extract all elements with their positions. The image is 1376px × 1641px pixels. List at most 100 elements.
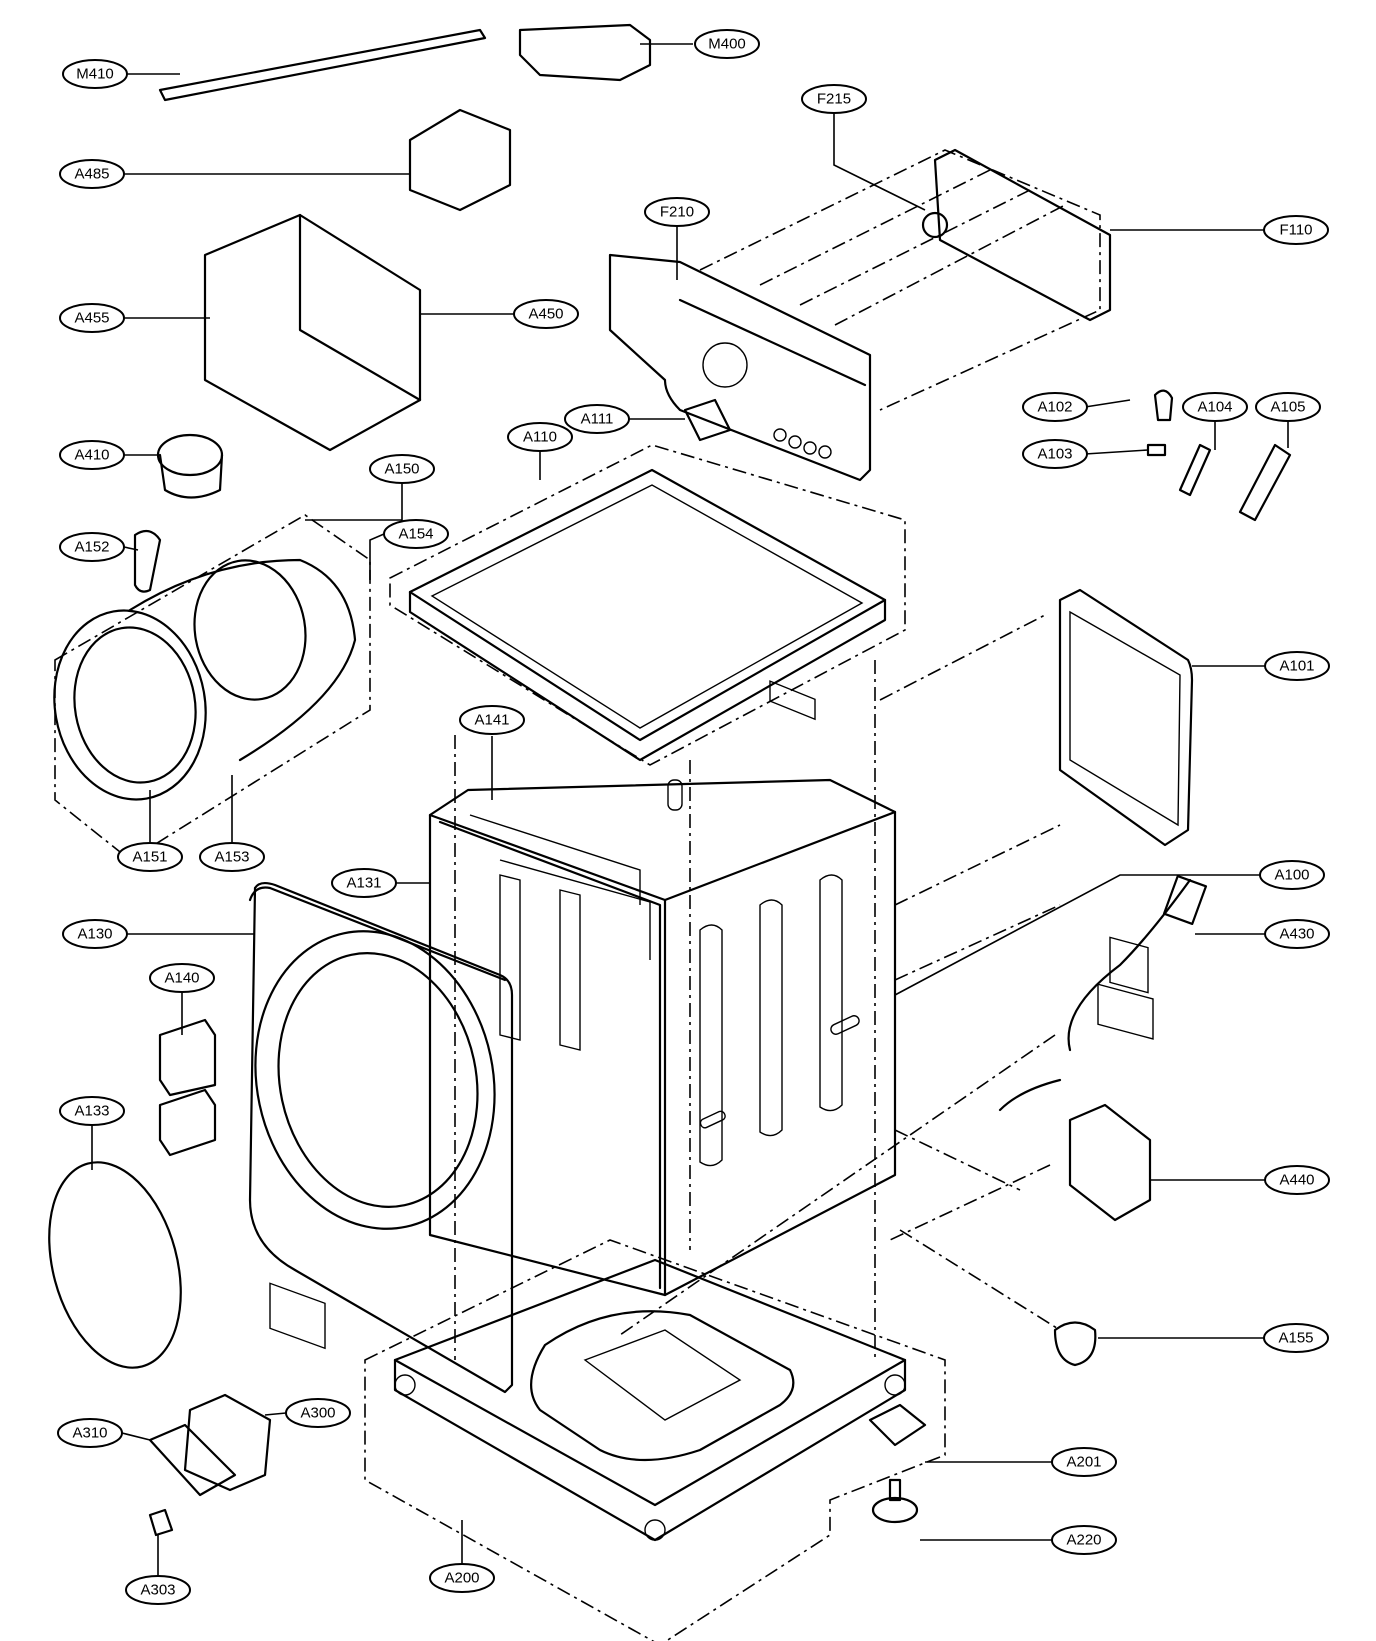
part-label-oval [383, 519, 449, 549]
part-label: A154 [383, 519, 449, 549]
part-label-oval [117, 842, 183, 872]
part-label-text: A111 [581, 411, 614, 428]
part-label-text: A100 [1274, 867, 1309, 884]
part-label: A440 [1264, 1165, 1330, 1195]
part-label: A410 [59, 440, 125, 470]
part-label: A153 [199, 842, 265, 872]
part-label-text: A102 [1037, 399, 1072, 416]
part-label: A485 [59, 159, 125, 189]
part-label-text: A131 [346, 875, 381, 892]
part-label: A130 [62, 919, 128, 949]
part-label-text: F110 [1279, 222, 1312, 239]
part-label-text: A303 [140, 1582, 175, 1599]
part-label: A310 [57, 1418, 123, 1448]
part-label-oval [1264, 651, 1330, 681]
part-label: A430 [1264, 919, 1330, 949]
part-label-oval [1263, 1323, 1329, 1353]
part-label: F110 [1263, 215, 1329, 245]
part-label: A133 [59, 1096, 125, 1126]
base-frame [364, 1239, 946, 1641]
part-label-oval [1051, 1525, 1117, 1555]
dispenser [699, 148, 1112, 411]
part-label-text: A310 [72, 1425, 107, 1442]
part-label-text: A410 [74, 447, 109, 464]
part-label-text: A141 [474, 712, 509, 729]
part-label-text: A101 [1279, 658, 1314, 675]
part-label-text: A153 [214, 849, 249, 866]
part-label-oval [285, 1398, 351, 1428]
part-label-oval [62, 919, 128, 949]
part-label: A220 [1051, 1525, 1117, 1555]
part-label-oval [59, 1096, 125, 1126]
part-label-oval [149, 963, 215, 993]
part-label-oval [331, 868, 397, 898]
part-label: A100 [1259, 860, 1325, 890]
part-label-oval [1022, 439, 1088, 469]
part-label: A110 [507, 422, 573, 452]
part-label: F210 [644, 197, 710, 227]
part-label-oval [513, 299, 579, 329]
control-panel [608, 253, 872, 721]
part-label-oval [1182, 392, 1248, 422]
front-panel [248, 881, 514, 1394]
part-label-text: F210 [660, 204, 694, 221]
part-label-text: A150 [384, 461, 419, 478]
part-label-text: A151 [132, 849, 167, 866]
part-label: A450 [513, 299, 579, 329]
part-label: A102 [1022, 392, 1088, 422]
part-label-text: A485 [74, 166, 109, 183]
part-label-text: A220 [1066, 1532, 1101, 1549]
part-label-oval [429, 1563, 495, 1593]
rear-panel [1058, 588, 1194, 1040]
part-label-text: A200 [444, 1570, 479, 1587]
part-label-oval [1022, 392, 1088, 422]
part-label: M400 [694, 29, 760, 59]
part-label-oval [801, 84, 867, 114]
part-label-text: A450 [528, 306, 563, 323]
part-label-text: A455 [74, 310, 109, 327]
part-label-oval [59, 532, 125, 562]
part-label-oval [62, 59, 128, 89]
part-label: A141 [459, 705, 525, 735]
leader-lines [91, 43, 1289, 1575]
part-label: A303 [125, 1575, 191, 1605]
part-label: A111 [564, 404, 630, 434]
part-label-text: M400 [708, 36, 746, 53]
part-label-oval [644, 197, 710, 227]
part-label-text: A140 [164, 970, 199, 987]
part-label-text: M410 [76, 66, 114, 83]
part-label-oval [199, 842, 265, 872]
part-label-text: A152 [74, 539, 109, 556]
part-label: A104 [1182, 392, 1248, 422]
part-label: M410 [62, 59, 128, 89]
assembly-guides [454, 614, 1061, 1360]
part-label-text: A440 [1279, 1172, 1314, 1189]
part-label: A152 [59, 532, 125, 562]
top-plate [389, 444, 906, 766]
part-label-text: A133 [74, 1103, 109, 1120]
part-label: A140 [149, 963, 215, 993]
part-label-text: A104 [1197, 399, 1232, 416]
part-label-text: A430 [1279, 926, 1314, 943]
part-label-text: A300 [300, 1405, 335, 1422]
part-label: A103 [1022, 439, 1088, 469]
part-label-oval [459, 705, 525, 735]
part-label: A201 [1051, 1447, 1117, 1477]
part-label-text: A110 [523, 429, 557, 446]
part-label-oval [57, 1418, 123, 1448]
part-label-oval [694, 29, 760, 59]
part-label-oval [1264, 919, 1330, 949]
part-label-oval [1255, 392, 1321, 422]
part-label-text: A130 [77, 926, 112, 943]
part-label-text: A103 [1037, 446, 1072, 463]
door-assembly [53, 514, 371, 861]
part-label: A105 [1255, 392, 1321, 422]
part-label-oval [564, 404, 630, 434]
part-label: A200 [429, 1563, 495, 1593]
part-label-oval [369, 454, 435, 484]
part-label-oval [59, 159, 125, 189]
part-label-oval [125, 1575, 191, 1605]
part-label-text: F215 [817, 91, 851, 108]
part-label: A300 [285, 1398, 351, 1428]
